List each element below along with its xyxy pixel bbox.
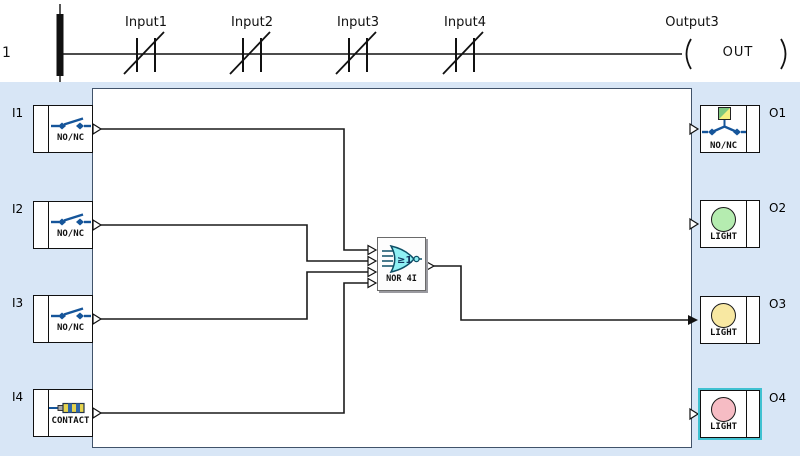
contact-label-input3: Input3 <box>337 15 379 30</box>
input-block-i2[interactable]: NO/NC <box>33 201 93 249</box>
block-type-label: NO/NC <box>709 141 738 151</box>
output-id-o1: O1 <box>769 106 787 120</box>
input-block-i4[interactable]: CONTACT <box>33 389 93 437</box>
input-id-i1: I1 <box>12 106 24 120</box>
coil-text: OUT <box>722 45 754 60</box>
input-id-i2: I2 <box>12 202 24 216</box>
contact-sensor-icon <box>48 402 85 414</box>
switch-no-nc-icon <box>50 117 91 130</box>
output-block-o3[interactable]: LIGHT <box>700 296 760 344</box>
block-divider <box>48 390 49 436</box>
output-id-o4: O4 <box>769 391 787 405</box>
contact-label-input2: Input2 <box>231 15 273 30</box>
input-id-i4: I4 <box>12 390 24 404</box>
light-indicator-green <box>711 206 736 232</box>
nc-contact-input3[interactable] <box>335 31 377 75</box>
light-indicator-yellow <box>711 302 736 328</box>
power-rail <box>56 4 64 82</box>
block-divider <box>48 296 49 342</box>
block-divider <box>48 106 49 152</box>
block-type-label: NO/NC <box>56 229 85 239</box>
switch-no-nc-icon <box>50 213 91 226</box>
output-block-o4[interactable]: LIGHT <box>698 388 762 440</box>
output-id-o2: O2 <box>769 201 787 215</box>
contact-label-input4: Input4 <box>444 15 486 30</box>
block-divider <box>746 106 747 152</box>
block-divider <box>746 201 747 247</box>
nc-contact-input1[interactable] <box>123 31 165 75</box>
switch-no-nc-icon <box>50 307 91 320</box>
block-divider <box>48 202 49 248</box>
block-type-label: LIGHT <box>709 421 738 432</box>
input-block-i3[interactable]: NO/NC <box>33 295 93 343</box>
output-id-o3: O3 <box>769 297 787 311</box>
contact-label-input1: Input1 <box>125 15 167 30</box>
block-type-label: NO/NC <box>56 323 85 333</box>
block-type-label: LIGHT <box>709 231 738 242</box>
output-block-o2[interactable]: LIGHT <box>700 200 760 248</box>
nor-gate-block[interactable]: ≥1 NOR 4I <box>377 237 426 291</box>
coil-label: Output3 <box>665 15 719 30</box>
gate-name-label: NOR 4I <box>386 273 417 284</box>
rung-number: 1 <box>2 45 11 61</box>
input-block-i1[interactable]: NO/NC <box>33 105 93 153</box>
light-indicator-pink <box>711 396 736 422</box>
block-divider <box>746 391 747 437</box>
block-type-label: LIGHT <box>709 327 738 338</box>
relay-no-nc-icon <box>701 107 746 136</box>
nc-contact-input4[interactable] <box>442 31 484 75</box>
output-block-o1[interactable]: NO/NC <box>700 105 760 153</box>
nc-contact-input2[interactable] <box>229 31 271 75</box>
gate-symbol: ≥1 <box>397 255 412 266</box>
input-id-i3: I3 <box>12 296 24 310</box>
block-type-label: CONTACT <box>51 416 90 426</box>
block-type-label: NO/NC <box>56 133 85 143</box>
block-divider <box>746 297 747 343</box>
nor-gate-icon: ≥1 <box>381 244 422 273</box>
